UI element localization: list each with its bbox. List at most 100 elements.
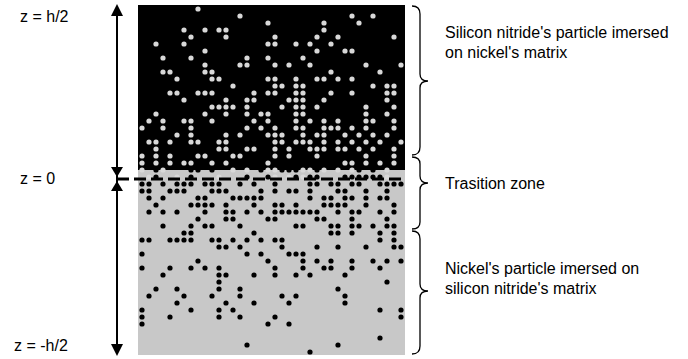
particle-dot bbox=[195, 6, 200, 11]
particle-dot bbox=[286, 188, 291, 193]
particle-dot bbox=[293, 97, 298, 102]
particle-dot bbox=[216, 76, 221, 81]
particle-dot bbox=[216, 188, 221, 193]
particle-dot bbox=[363, 202, 368, 207]
particle-dot bbox=[293, 104, 298, 109]
particle-dot bbox=[377, 265, 382, 270]
particle-dot bbox=[384, 279, 389, 284]
particle-dot bbox=[300, 209, 305, 214]
particle-dot bbox=[188, 237, 193, 242]
particle-dot bbox=[314, 244, 319, 249]
particle-dot bbox=[209, 90, 214, 95]
particle-dot bbox=[293, 139, 298, 144]
axis-label: z = 0 bbox=[20, 169, 55, 189]
particle-dot bbox=[174, 286, 179, 291]
particle-dot bbox=[181, 97, 186, 102]
particle-dot bbox=[195, 153, 200, 158]
particle-dot bbox=[349, 195, 354, 200]
particle-dot bbox=[286, 167, 291, 172]
particle-dot bbox=[293, 223, 298, 228]
particle-dot bbox=[307, 195, 312, 200]
particle-dot bbox=[237, 286, 242, 291]
particle-dot bbox=[139, 167, 144, 172]
arrow-head bbox=[111, 181, 123, 191]
particle-dot bbox=[139, 307, 144, 312]
particle-dot bbox=[335, 244, 340, 249]
particle-dot bbox=[265, 118, 270, 123]
particle-dot bbox=[272, 188, 277, 193]
particle-dot bbox=[223, 111, 228, 116]
particle-dot bbox=[342, 146, 347, 151]
particle-dot bbox=[153, 153, 158, 158]
particle-dot bbox=[251, 146, 256, 151]
particle-dot bbox=[300, 167, 305, 172]
particle-dot bbox=[314, 209, 319, 214]
particle-dot bbox=[349, 181, 354, 186]
particle-dot bbox=[286, 160, 291, 165]
particle-dot bbox=[300, 90, 305, 95]
particle-dot bbox=[209, 76, 214, 81]
particle-dot bbox=[363, 139, 368, 144]
particle-dot bbox=[328, 202, 333, 207]
particle-dot bbox=[223, 132, 228, 137]
particle-dot bbox=[328, 125, 333, 130]
particle-dot bbox=[223, 300, 228, 305]
particle-dot bbox=[300, 125, 305, 130]
particle-dot bbox=[398, 244, 403, 249]
particle-dot bbox=[272, 153, 277, 158]
particle-dot bbox=[300, 160, 305, 165]
particle-dot bbox=[265, 160, 270, 165]
particle-dot bbox=[174, 209, 179, 214]
particle-dot bbox=[223, 272, 228, 277]
particle-dot bbox=[244, 125, 249, 130]
particle-dot bbox=[265, 55, 270, 60]
particle-dot bbox=[216, 160, 221, 165]
particle-dot bbox=[307, 146, 312, 151]
particle-dot bbox=[174, 76, 179, 81]
particle-dot bbox=[370, 258, 375, 263]
particle-dot bbox=[153, 111, 158, 116]
particle-dot bbox=[160, 272, 165, 277]
particle-dot bbox=[209, 188, 214, 193]
particle-dot bbox=[153, 41, 158, 46]
particle-dot bbox=[363, 104, 368, 109]
particle-dot bbox=[377, 209, 382, 214]
region-label: Silicon nitride's particle imersed on ni… bbox=[445, 23, 677, 63]
particle-dot bbox=[307, 118, 312, 123]
particle-dot bbox=[146, 195, 151, 200]
particle-dot bbox=[363, 244, 368, 249]
particle-dot bbox=[209, 293, 214, 298]
particle-dot bbox=[237, 13, 242, 18]
particle-dot bbox=[223, 97, 228, 102]
braces bbox=[412, 6, 428, 354]
particle-dot bbox=[321, 27, 326, 32]
particle-dot bbox=[391, 90, 396, 95]
particle-dot bbox=[188, 139, 193, 144]
particle-dot bbox=[244, 62, 249, 67]
particle-dot bbox=[314, 160, 319, 165]
particle-dot bbox=[370, 13, 375, 18]
particle-dot bbox=[244, 342, 249, 347]
particle-dot bbox=[314, 132, 319, 137]
particle-dot bbox=[251, 272, 256, 277]
particle-dot bbox=[188, 55, 193, 60]
particle-dot bbox=[216, 314, 221, 319]
particle-dot bbox=[300, 265, 305, 270]
particle-dot bbox=[265, 132, 270, 137]
particle-dot bbox=[335, 181, 340, 186]
particle-dot bbox=[342, 300, 347, 305]
particle-dot bbox=[181, 41, 186, 46]
particle-dot bbox=[328, 69, 333, 74]
particle-dot bbox=[237, 153, 242, 158]
particle-dot bbox=[195, 167, 200, 172]
particle-dot bbox=[391, 160, 396, 165]
particle-dot bbox=[230, 216, 235, 221]
particle-dot bbox=[202, 195, 207, 200]
particle-dot bbox=[342, 48, 347, 53]
particle-dot bbox=[258, 195, 263, 200]
particle-dot bbox=[307, 349, 312, 354]
particle-dot bbox=[328, 160, 333, 165]
particle-dot bbox=[202, 48, 207, 53]
particle-dot bbox=[188, 265, 193, 270]
particle-dot bbox=[181, 27, 186, 32]
